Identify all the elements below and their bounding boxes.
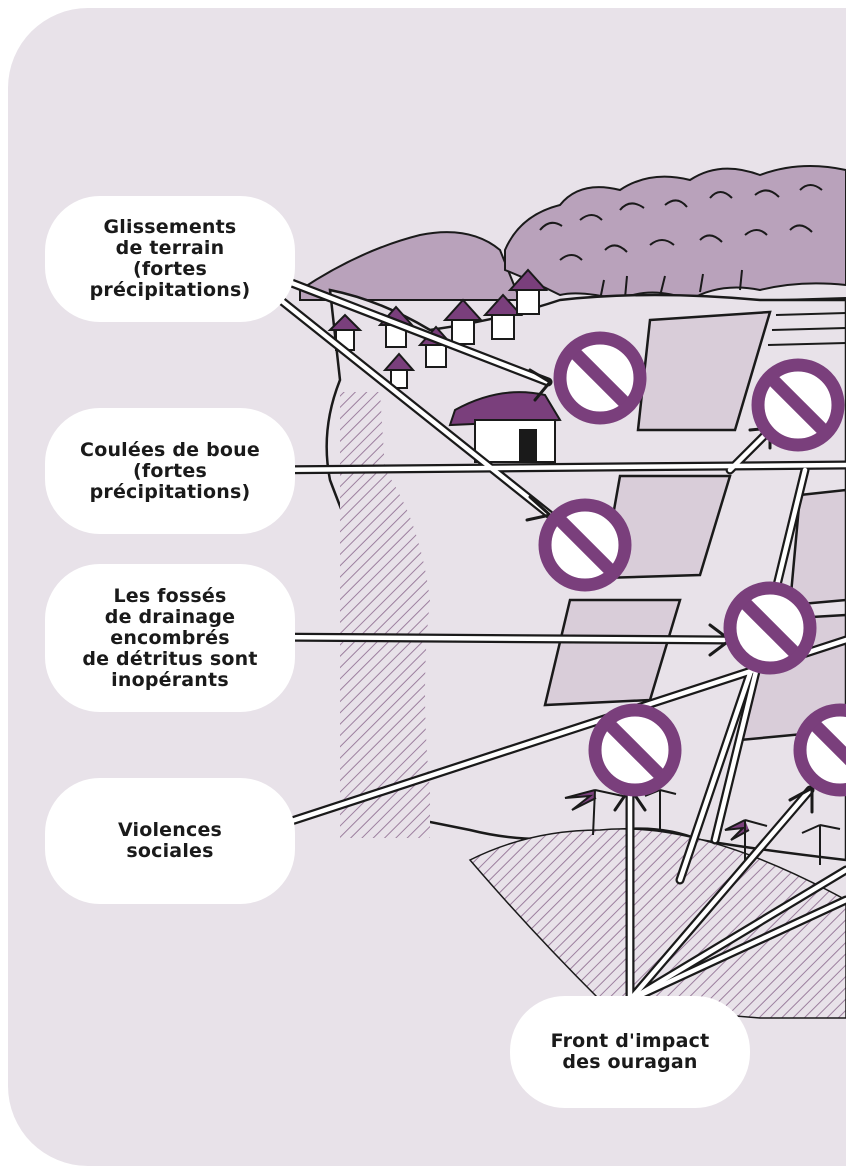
- cliff-hatch-left: [340, 392, 430, 838]
- prohibition-icon: [751, 358, 845, 452]
- ground-hatch-bottom: [468, 828, 846, 1019]
- label-mudflows: Coulées de boue (fortes précipitations): [45, 408, 295, 534]
- label-ditches: Les fossés de drainage encombrés de détr…: [45, 564, 295, 712]
- forest: [504, 165, 846, 302]
- field: [788, 488, 846, 607]
- label-violence-text: Violences sociales: [117, 819, 223, 862]
- label-mudflows-text: Coulées de boue (fortes précipitations): [80, 438, 260, 503]
- prohibition-icon: [538, 498, 632, 592]
- label-landslides-text: Glissements de terrain (fortes précipita…: [89, 216, 251, 301]
- label-hurricane-text: Front d'impact des ouragan: [550, 1030, 710, 1073]
- label-landslides: Glissements de terrain (fortes précipita…: [45, 196, 295, 322]
- prohibition-icons: [538, 331, 846, 797]
- label-violence: Violences sociales: [45, 778, 295, 904]
- label-ditches-text: Les fossés de drainage encombrés de détr…: [82, 584, 258, 691]
- prohibition-icon: [553, 331, 647, 425]
- prohibition-icon: [793, 703, 846, 797]
- prohibition-icon: [723, 581, 817, 675]
- label-hurricane: Front d'impact des ouragan: [510, 996, 750, 1108]
- mountain: [299, 231, 522, 301]
- prohibition-icon: [588, 703, 682, 797]
- village: [327, 268, 562, 463]
